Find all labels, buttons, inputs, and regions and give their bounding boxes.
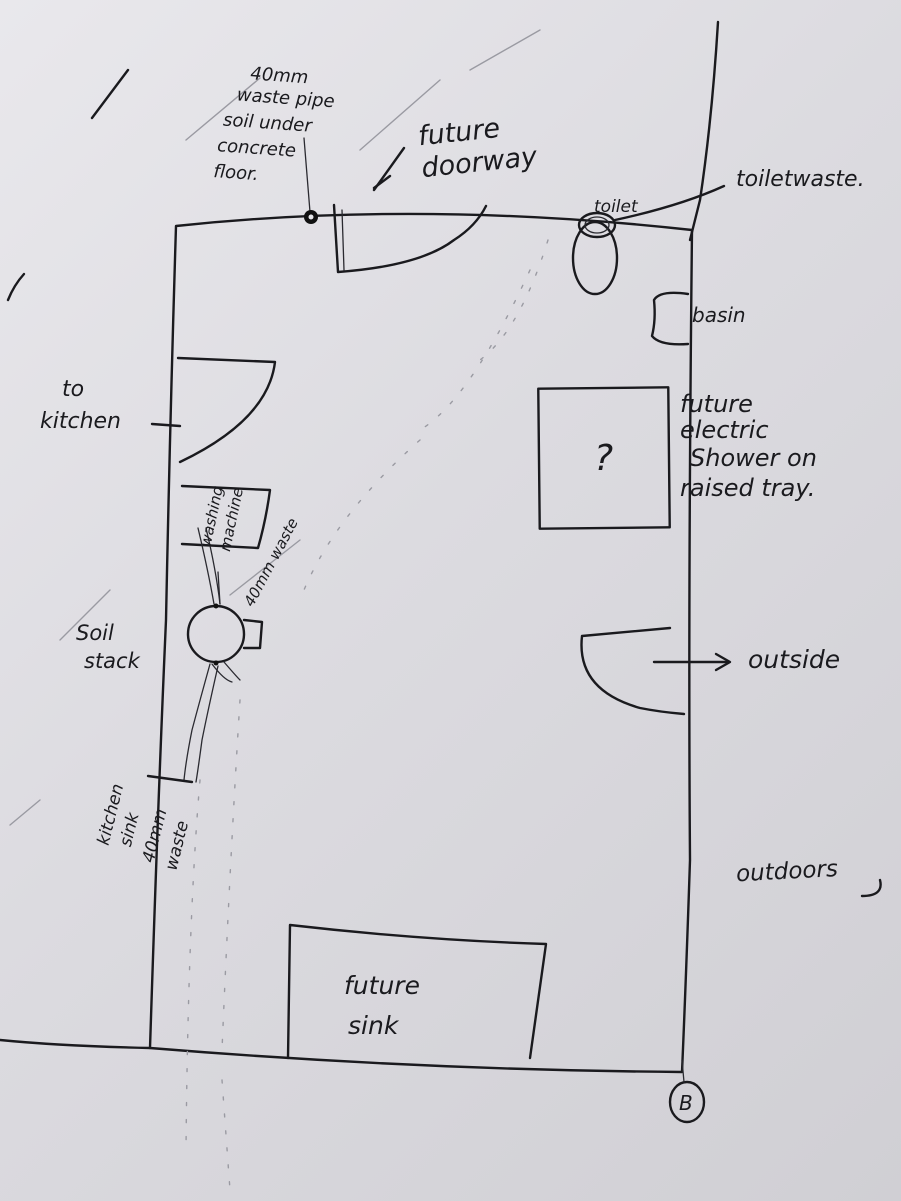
stray-strokes (6, 29, 541, 826)
outside-arrow (652, 652, 732, 672)
to-kitchen-label: to kitchen (40, 377, 121, 434)
kitchen-sink-label: kitchen sink 40mm waste (92, 776, 200, 872)
toilet (571, 184, 726, 296)
kitchen-door (176, 356, 277, 464)
shower-tray (537, 386, 671, 530)
corner-mark-label: B (679, 1091, 693, 1115)
future-doorway (332, 146, 488, 274)
corner-mark (668, 1059, 706, 1124)
left-wall-lower-extension (0, 1038, 152, 1050)
future-sink (286, 923, 548, 1060)
kitchen-arrow (150, 422, 182, 428)
soil-stack (186, 603, 264, 683)
washing-machine (180, 484, 272, 550)
washing-machine-label: washing machine (196, 480, 247, 553)
pipe-dashes (185, 239, 549, 1191)
room-outline (148, 212, 694, 1074)
waste-pipe-label: 40mm waste pipe soil under concrete floo… (213, 61, 343, 190)
right-wall-upper-extension (688, 20, 720, 242)
basin-label: basin (692, 303, 746, 327)
toilet-waste-label: toiletwaste. (736, 167, 865, 192)
kitchen-sink-waste-pipe (183, 663, 219, 783)
soil-stack-label: Soil stack (76, 621, 141, 673)
future-doorway-label: future doorway (417, 109, 540, 184)
washing-waste-label: 40mm waste (240, 515, 302, 610)
shower-tray-mark: ? (594, 438, 613, 479)
future-sink-label: future sink (344, 971, 428, 1040)
outdoors-swoosh (860, 878, 882, 898)
outdoors-label: outdoors (735, 856, 838, 887)
shower-label: future electric Shower on raised tray. (680, 390, 825, 502)
basin (650, 291, 690, 346)
waste-pipe-marker (303, 137, 318, 224)
outside-label: outside (748, 645, 840, 674)
outside-door (580, 626, 686, 716)
toilet-label: toilet (594, 197, 639, 217)
